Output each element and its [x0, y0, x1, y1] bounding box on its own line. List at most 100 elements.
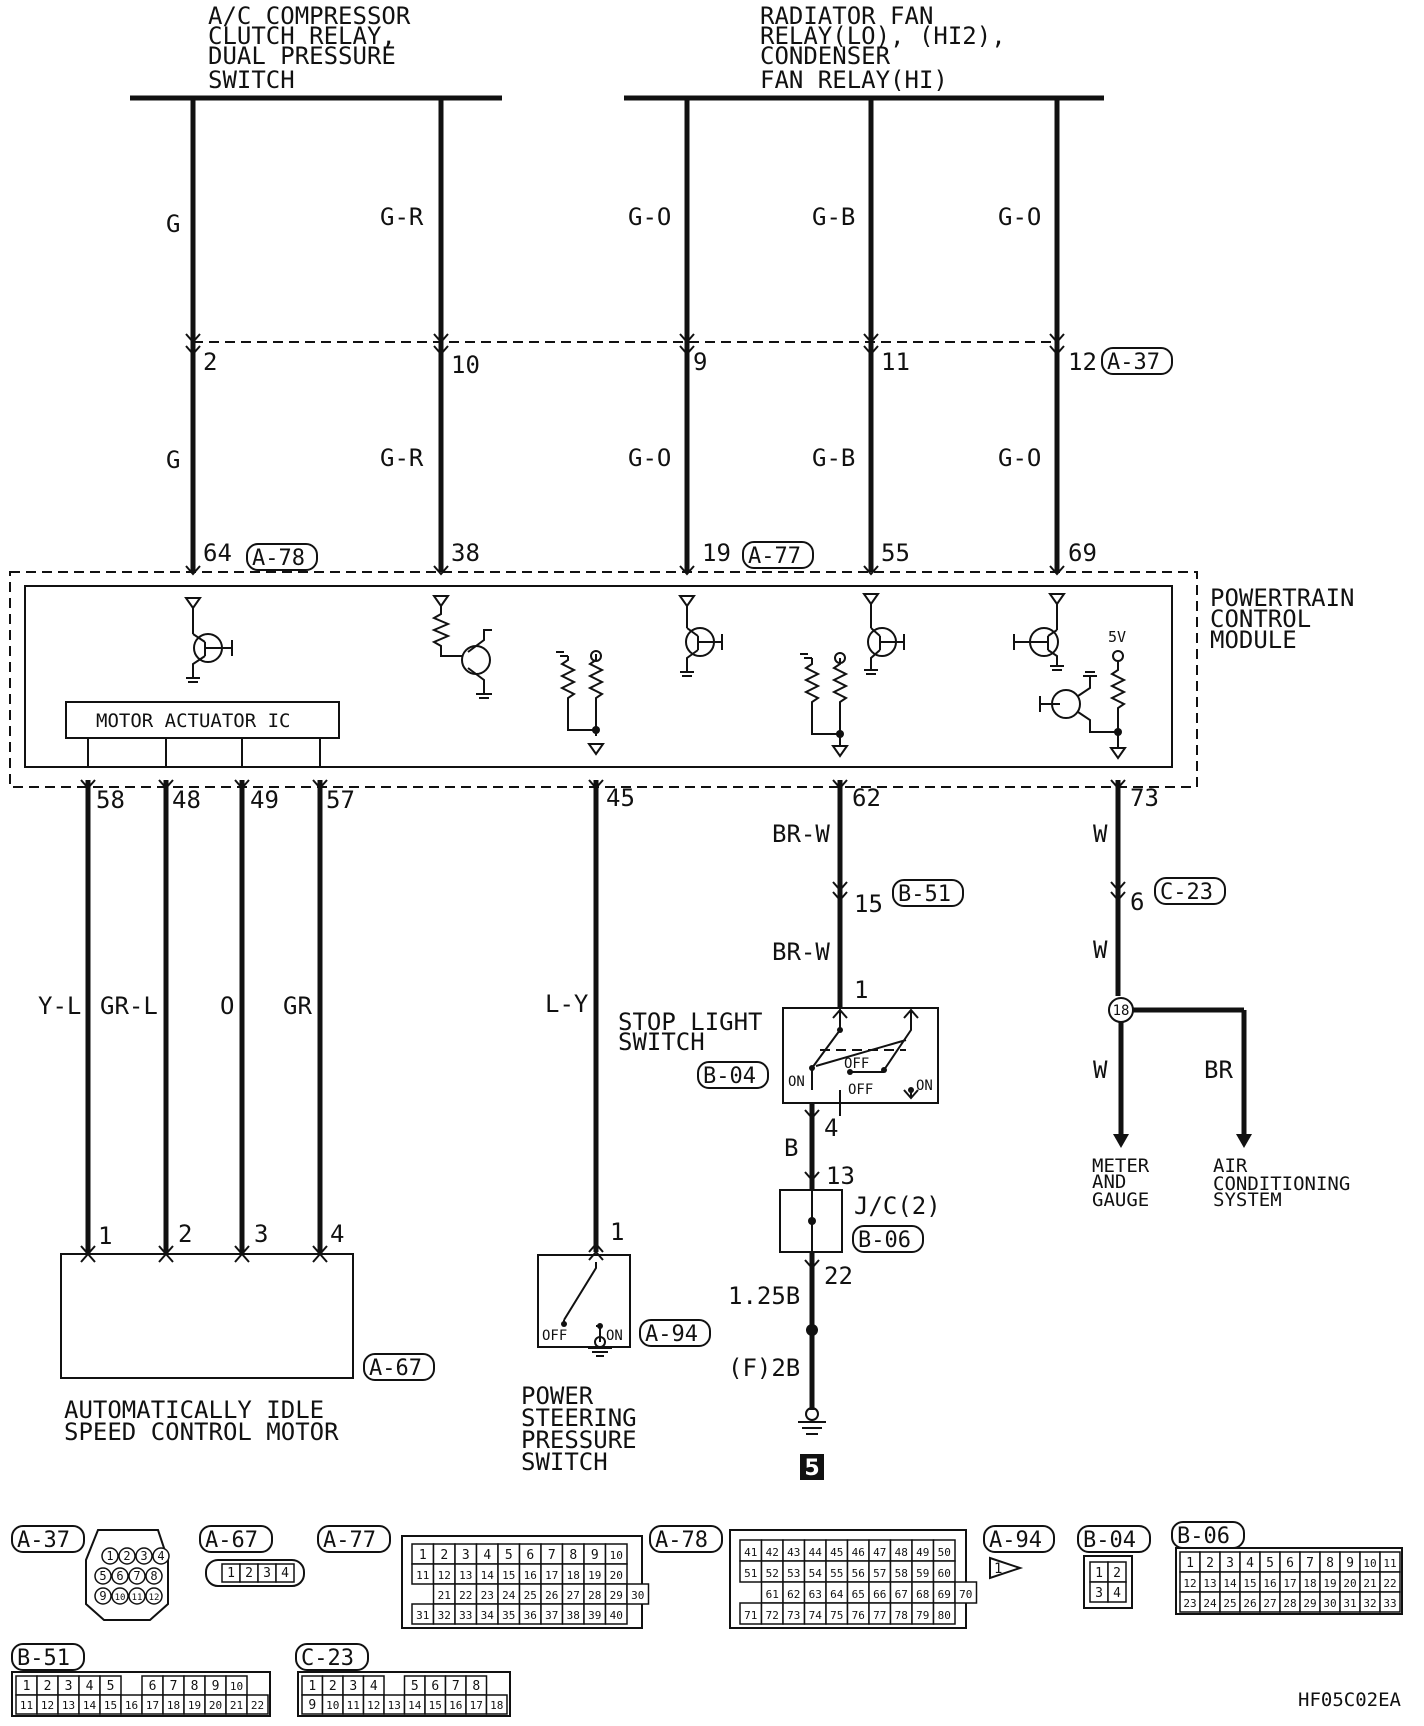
connector-pin: 12	[438, 1569, 451, 1582]
connector-pin: 5	[505, 1548, 513, 1563]
connector-tag-b51: B-51	[11, 1643, 85, 1671]
connector-pin-cell	[152, 1547, 170, 1565]
ps-label-line3: PRESSURE	[521, 1426, 637, 1454]
connector-pin: 13	[459, 1569, 472, 1582]
connector-tag-label: C-23	[1160, 880, 1213, 905]
connector-pin: 5	[1266, 1556, 1274, 1571]
chevron-down-icon	[1049, 565, 1065, 576]
splice-number: 18	[1113, 1003, 1130, 1019]
ps-off-label: OFF	[542, 1328, 567, 1344]
chevron-down-icon	[185, 333, 201, 356]
connector-tag-label: A-37	[1107, 350, 1160, 375]
pcm-outline	[9, 571, 1198, 788]
transistor-icon	[1039, 671, 1118, 733]
stop-on-right: ON	[916, 1078, 933, 1094]
connector-pin: 68	[916, 1588, 929, 1601]
pin-number: 64	[203, 539, 232, 567]
connector-pin: 17	[146, 1699, 159, 1712]
chevron-down-icon	[80, 779, 96, 790]
connector-pin: 22	[251, 1699, 264, 1712]
connector-pin: 4	[281, 1566, 289, 1581]
wire-color-label: W	[1093, 1056, 1108, 1084]
connector-pin: 2	[329, 1679, 337, 1694]
connector-tag-label: B-51	[17, 1646, 70, 1671]
connector-pin-cell	[145, 1587, 163, 1605]
connector-pin: 30	[631, 1589, 644, 1602]
pin-number: 4	[330, 1220, 344, 1248]
connector-pin: 8	[472, 1679, 480, 1694]
connector-pin: 43	[787, 1546, 800, 1559]
transistor-icon	[678, 595, 723, 677]
wire-color-label: GR-L	[100, 992, 158, 1020]
connector-pin: 54	[809, 1567, 823, 1580]
connector-pin: 1	[994, 1561, 1002, 1577]
wire-color-label: G-O	[998, 203, 1041, 231]
wire-color-label: G	[166, 210, 180, 238]
pin-number: 22	[824, 1262, 853, 1290]
pcm-title-line3: MODULE	[1210, 626, 1297, 654]
connector-pin: 31	[416, 1609, 429, 1622]
resistor-network-icon: 5V	[1108, 628, 1127, 760]
connector-pin: 3	[462, 1548, 470, 1563]
connector-pin: 12	[149, 1593, 160, 1603]
connector-tag-c23: C-23	[1154, 877, 1226, 905]
connector-pin: 58	[895, 1567, 908, 1580]
ground-number: 5	[804, 1456, 819, 1481]
connector-pin: 53	[787, 1567, 800, 1580]
connector-pin: 6	[526, 1548, 534, 1563]
fan-header-line4: FAN RELAY(HI)	[760, 66, 948, 94]
connector-pin: 1	[227, 1566, 235, 1581]
wire-size-label: 1.25B	[728, 1282, 800, 1310]
ground-wire-label: (F)2B	[728, 1354, 800, 1382]
connector-pin: 25	[1223, 1597, 1236, 1610]
aircon-label-line2: CONDITIONING	[1213, 1173, 1350, 1195]
pin-number: 9	[693, 348, 707, 376]
radiator-fan-header: RADIATOR FAN RELAY(LO), (HI2), CONDENSER…	[624, 2, 1104, 101]
connector-pin: 63	[809, 1588, 822, 1601]
connector-pin: 24	[1203, 1597, 1217, 1610]
connector-pin: 27	[1263, 1597, 1276, 1610]
idle-speed-control-motor	[60, 1253, 354, 1379]
connector-pin: 55	[830, 1567, 843, 1580]
pin-number: 45	[606, 784, 635, 812]
connector-pin: 21	[1363, 1577, 1376, 1590]
connector-pin: 14	[1223, 1577, 1237, 1590]
connector-pin: 16	[524, 1569, 537, 1582]
wire-color-label: BR	[1204, 1056, 1233, 1084]
connector-tag-b06: B-06	[1171, 1521, 1245, 1549]
ps-label-line2: STEERING	[521, 1404, 637, 1432]
connector-b51-shape	[11, 1671, 271, 1717]
pin-number: 2	[178, 1220, 192, 1248]
connector-tag-label: A-94	[645, 1322, 698, 1347]
pin-number: 11	[881, 348, 910, 376]
connector-tag-label: A-67	[369, 1356, 422, 1381]
connector-pin: 33	[1383, 1597, 1396, 1610]
connector-pin: 17	[545, 1569, 558, 1582]
connector-pin: 79	[916, 1609, 929, 1622]
connector-pin: 10	[1363, 1557, 1376, 1570]
wire-color-label: G-B	[812, 203, 855, 231]
connector-pin: 40	[610, 1609, 623, 1622]
aircon-label-line3: SYSTEM	[1213, 1189, 1282, 1211]
connector-pin: 3	[140, 1549, 147, 1563]
connector-pin: 1	[1186, 1556, 1194, 1571]
connector-tag-label: B-04	[1083, 1528, 1136, 1553]
ac-header-line2: CLUTCH RELAY,	[208, 22, 396, 50]
connector-pin: 18	[167, 1699, 180, 1712]
connector-pin: 14	[481, 1569, 495, 1582]
connector-tag-a78: A-78	[246, 543, 318, 571]
connector-pin: 38	[567, 1609, 580, 1622]
connector-pin: 12	[41, 1699, 54, 1712]
connector-pin: 26	[1243, 1597, 1256, 1610]
chevron-down-icon	[804, 1109, 820, 1120]
wire-color-label: BR-W	[772, 820, 830, 848]
connector-tag-a77: A-77	[742, 541, 814, 569]
pin-number: 15	[854, 890, 883, 918]
connector-pin: 6	[116, 1569, 123, 1583]
connector-pin-cell	[111, 1587, 129, 1605]
connector-pin: 78	[895, 1609, 908, 1622]
connector-pin-cell	[246, 1694, 269, 1715]
connector-pin: 2	[440, 1548, 448, 1563]
